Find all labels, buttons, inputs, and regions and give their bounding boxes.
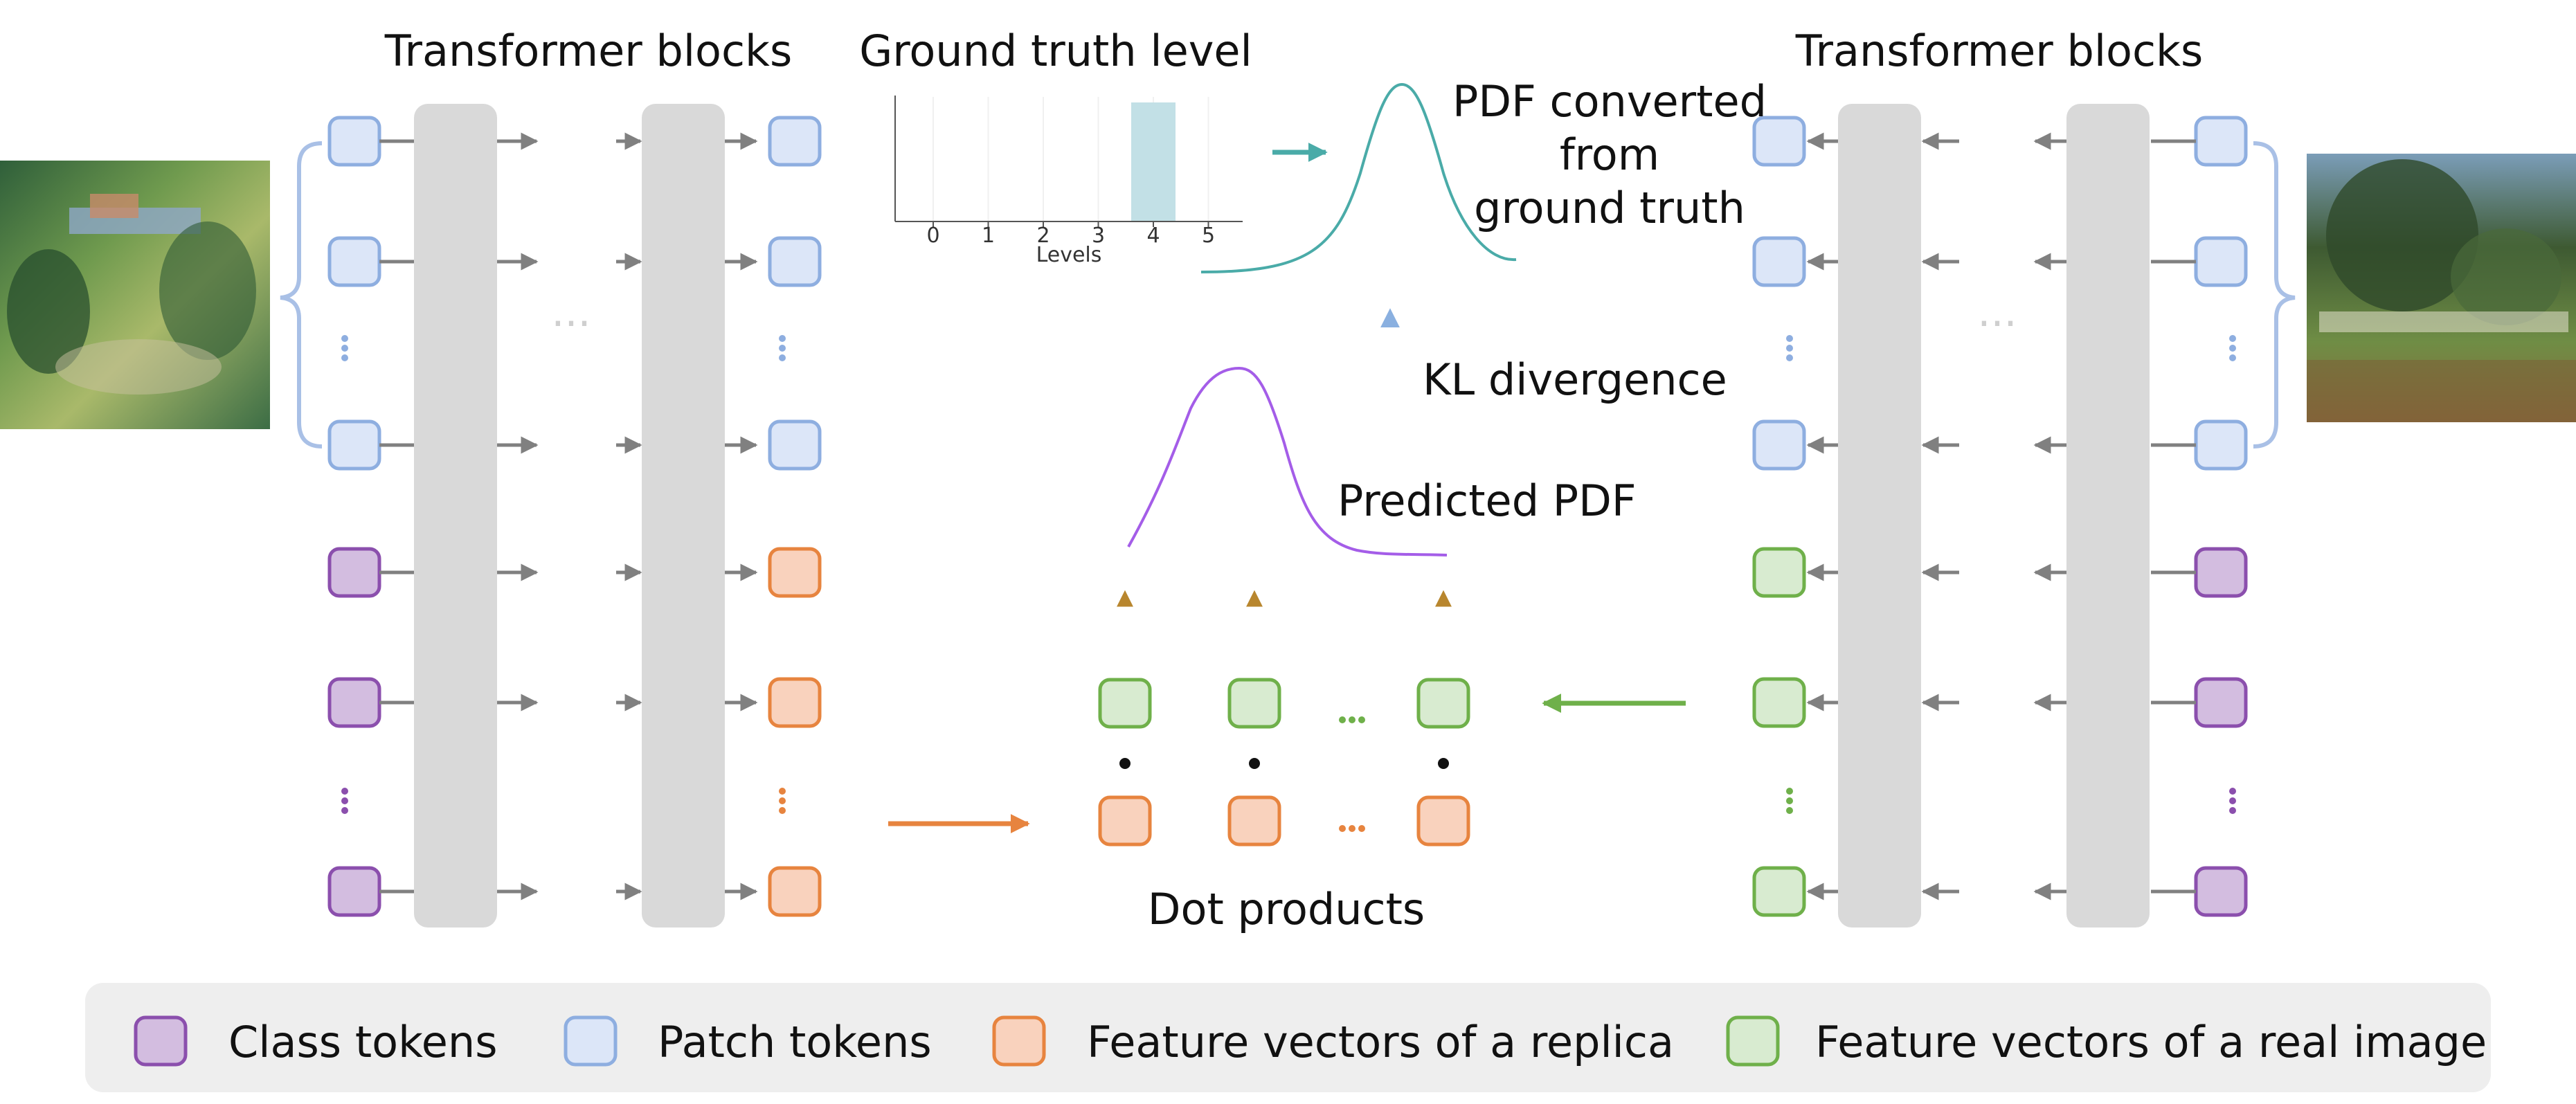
dot-replica-ellipsis	[1339, 825, 1365, 832]
left-input-patch-token	[327, 236, 381, 287]
right-blocks-title: Transformer blocks	[1795, 26, 2204, 76]
histogram-tick-label: 1	[982, 224, 995, 248]
histogram-highlighted-bar	[1131, 102, 1176, 221]
pdf-converted-label-line1: PDF converted	[1452, 76, 1767, 127]
dot-products-grid	[1098, 590, 1470, 847]
right-input-class-token	[2194, 547, 2248, 598]
histogram-tick-label: 2	[1036, 224, 1050, 248]
legend-real-features: Feature vectors of a real image	[1815, 1017, 2487, 1067]
legend: Class tokens Patch tokens Feature vector…	[85, 983, 2491, 1092]
right-input-patch-token	[2194, 419, 2248, 471]
left-output-ellipsis	[779, 788, 786, 814]
dot-products-label: Dot products	[1148, 884, 1425, 934]
legend-patch-token-swatch	[564, 1015, 618, 1067]
left-input-ellipsis	[341, 788, 348, 814]
left-input-class-token	[327, 677, 381, 728]
right-transformer-block-2	[2066, 104, 2150, 927]
ground-truth-pdf-curve	[1200, 82, 1517, 273]
left-input-class-token	[327, 547, 381, 598]
left-input-patch-token	[327, 116, 381, 167]
legend-class-token-swatch	[134, 1015, 188, 1067]
left-output-replica-token	[768, 866, 822, 917]
legend-real-swatch	[1726, 1015, 1780, 1067]
histogram-tick-label: 3	[1092, 224, 1105, 248]
right-input-patch-token	[2194, 116, 2248, 167]
left-output-ellipsis	[779, 335, 786, 361]
dot-replica-feature-token	[1416, 795, 1470, 847]
right-input-ellipsis	[2229, 335, 2236, 361]
dot-real-feature-token	[1227, 678, 1281, 729]
left-transformer-block-1	[414, 104, 497, 927]
legend-class-tokens: Class tokens	[228, 1017, 498, 1067]
left-output-patch-token	[768, 116, 822, 167]
pdf-converted-label-line3: ground truth	[1474, 183, 1745, 233]
left-output-replica-token	[768, 677, 822, 728]
dot-product-operator	[1119, 758, 1131, 769]
legend-panel	[85, 983, 2491, 1092]
dot-real-ellipsis	[1339, 716, 1365, 723]
right-output-ellipsis	[1786, 335, 1793, 361]
legend-patch-tokens: Patch tokens	[658, 1017, 932, 1067]
pdf-converted-label-line2: from	[1560, 129, 1659, 180]
right-input-class-token	[2194, 866, 2248, 917]
histogram-tick-label: 0	[926, 224, 939, 248]
right-output-patch-token	[1752, 116, 1806, 167]
right-output-patch-token	[1752, 236, 1806, 287]
right-blocks-ellipsis: ···	[1977, 300, 2017, 348]
left-painting	[0, 161, 270, 429]
dot-product-operator	[1249, 758, 1260, 769]
right-input-class-token	[2194, 677, 2248, 728]
dot-product-operator	[1438, 758, 1449, 769]
histogram-tick-label: 4	[1146, 224, 1160, 248]
left-output-replica-token	[768, 547, 822, 598]
right-patch-brace	[2253, 141, 2296, 449]
left-transformer-section: ···	[327, 104, 822, 927]
ground-truth-title: Ground truth level	[859, 26, 1252, 76]
dot-replica-feature-token	[1227, 795, 1281, 847]
left-output-patch-token	[768, 419, 822, 471]
dot-real-feature-token	[1416, 678, 1470, 729]
ground-truth-histogram: 0 1 2 3 4 5 Levels	[894, 96, 1243, 267]
right-output-real-token	[1752, 677, 1806, 728]
right-output-real-token	[1752, 547, 1806, 598]
right-transformer-section: ···	[1752, 104, 2248, 927]
right-output-patch-token	[1752, 419, 1806, 471]
predicted-pdf-curve	[1127, 366, 1448, 556]
right-output-ellipsis	[1786, 788, 1793, 814]
right-input-ellipsis	[2229, 788, 2236, 814]
left-output-patch-token	[768, 236, 822, 287]
left-patch-brace	[280, 141, 323, 449]
left-input-ellipsis	[341, 335, 348, 361]
legend-replica-swatch	[992, 1015, 1046, 1067]
left-input-patch-token	[327, 419, 381, 471]
left-transformer-block-2	[642, 104, 725, 927]
predicted-pdf-label: Predicted PDF	[1337, 476, 1637, 526]
histogram-tick-label: 5	[1202, 224, 1215, 248]
dot-replica-feature-token	[1098, 795, 1152, 847]
legend-replica-features: Feature vectors of a replica	[1087, 1017, 1674, 1067]
left-blocks-title: Transformer blocks	[384, 26, 793, 76]
dot-real-feature-token	[1098, 678, 1152, 729]
histogram-x-label: Levels	[1036, 243, 1102, 267]
right-output-real-token	[1752, 866, 1806, 917]
right-painting	[2307, 154, 2576, 422]
right-transformer-block-1	[1838, 104, 1921, 927]
left-blocks-ellipsis: ···	[551, 300, 591, 348]
kl-divergence-label: KL divergence	[1423, 354, 1727, 405]
left-input-class-token	[327, 866, 381, 917]
right-input-patch-token	[2194, 236, 2248, 287]
